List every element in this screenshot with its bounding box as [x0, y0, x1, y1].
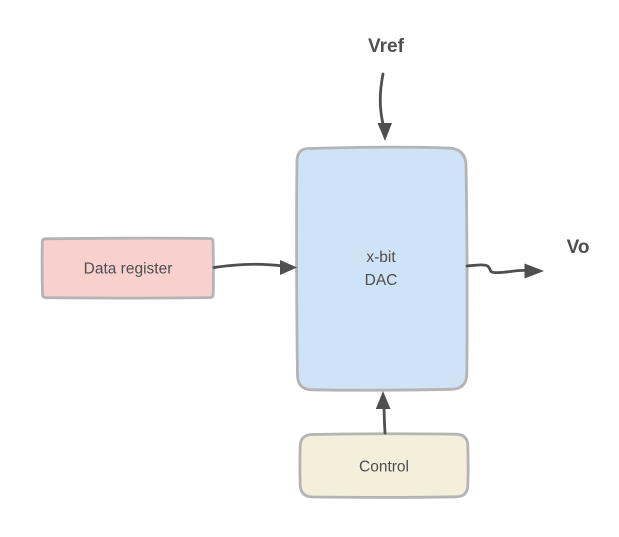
control-arrow-line: [382, 405, 387, 435]
vo-arrow-line: [465, 263, 529, 275]
control-arrowhead-icon: [375, 391, 391, 409]
control-arrow: [375, 391, 391, 435]
vref-arrowhead-icon: [377, 123, 392, 141]
data-register-arrow-line: [212, 262, 285, 269]
data-register-arrowhead-icon: [280, 260, 297, 275]
data-register-label: Data register: [84, 261, 173, 278]
dac-label-line1: x-bit: [366, 249, 396, 266]
vref-arrow: [377, 72, 392, 141]
control-block: [298, 432, 470, 499]
control-label: Control: [359, 459, 409, 476]
vo-arrowhead-icon: [524, 263, 544, 279]
vref-label: Vref: [368, 36, 405, 57]
data-register-block: [40, 236, 215, 300]
vo-label: Vo: [567, 237, 590, 258]
vref-arrow-line: [378, 72, 385, 128]
vo-arrow: [465, 263, 544, 279]
data-register-arrow: [212, 260, 297, 275]
dac-block: [295, 145, 469, 392]
dac-label-line2: DAC: [365, 272, 398, 289]
